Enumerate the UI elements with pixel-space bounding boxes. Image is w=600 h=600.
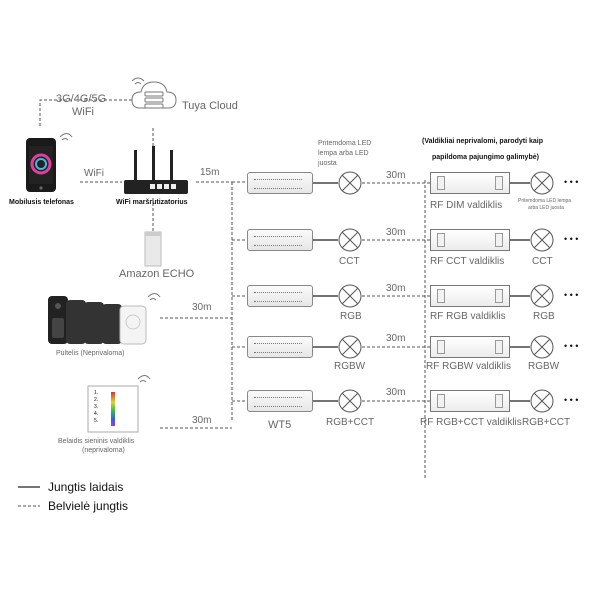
more-dots: • • • xyxy=(564,290,579,300)
lamp-icon xyxy=(530,171,554,195)
echo-label: Amazon ECHO xyxy=(119,268,195,280)
row-distance: 30m xyxy=(386,283,406,294)
wt5-controller xyxy=(247,390,313,412)
lamp-icons xyxy=(338,171,554,413)
more-dots: • • • xyxy=(564,177,579,187)
router-icon xyxy=(124,146,188,194)
lamp-label: RGB xyxy=(340,311,362,322)
controller-name: WT5 xyxy=(268,419,292,431)
router-distance: 15m xyxy=(200,167,220,178)
wt5-controller xyxy=(247,229,313,251)
lamp-icon xyxy=(338,228,362,252)
lamp-icon xyxy=(338,284,362,308)
wall-key-label: 2. xyxy=(94,397,99,403)
rf-label: RF RGB+CCT valdiklis xyxy=(420,417,522,428)
lamp-icon xyxy=(530,228,554,252)
row-distance: 30m xyxy=(386,387,406,398)
lamp-icon xyxy=(338,335,362,359)
led-note-line2: lempa arba LED xyxy=(318,150,369,157)
led-note-line1: Pritemdoma LED xyxy=(318,140,372,147)
row-distance: 30m xyxy=(386,170,406,181)
lamp2-label: RGBW xyxy=(528,361,560,372)
phone-icon xyxy=(26,133,73,192)
wall-key-label: 5. xyxy=(94,418,99,424)
rf-controller xyxy=(430,172,510,194)
wall-controller-icon xyxy=(87,375,151,433)
rf-controller xyxy=(430,229,510,251)
lamp-icon xyxy=(338,389,362,413)
rf-label: RF RGB valdiklis xyxy=(430,311,506,322)
wall-key-label: 4. xyxy=(94,411,99,417)
wall-key-label: 3. xyxy=(94,404,99,410)
rf-label: RF DIM valdiklis xyxy=(430,200,503,211)
wifi-label-phone: WiFi xyxy=(84,168,104,179)
cloud-icon xyxy=(131,77,177,109)
led-note-line3: juosta xyxy=(318,160,337,167)
rf-label: RF CCT valdiklis xyxy=(430,256,505,267)
remote-icons xyxy=(48,293,161,345)
wifi-label-top: WiFi xyxy=(72,106,94,118)
rf-label: RF RGBW valdiklis xyxy=(426,361,512,372)
router-label: WiFi maršrutizatorius xyxy=(116,199,188,206)
more-dots: • • • xyxy=(564,341,579,351)
lamp-label: CCT xyxy=(339,256,360,267)
more-dots: • • • xyxy=(564,234,579,244)
wt5-controller xyxy=(247,172,313,194)
network-label: 3G/4G/5G xyxy=(56,93,107,105)
phone-cloud-link xyxy=(39,99,140,126)
rf-controller xyxy=(430,336,510,358)
optional-note-line2: papildoma pajungimo galimybė) xyxy=(432,154,539,161)
optional-note-line1: (Valdikliai neprivalomi, parodyti kaip xyxy=(422,138,543,145)
row-distance: 30m xyxy=(386,227,406,238)
row-distance: 30m xyxy=(386,333,406,344)
cloud-label: Tuya Cloud xyxy=(182,100,238,112)
lamp-label: RGB+CCT xyxy=(326,417,375,428)
rf-controller xyxy=(430,390,510,412)
lamp2-label: RGB xyxy=(533,311,555,322)
lamp2-label: RGB+CCT xyxy=(522,417,571,428)
wt5-controller xyxy=(247,285,313,307)
remote-distance: 30m xyxy=(192,302,212,313)
more-dots: • • • xyxy=(564,395,579,405)
lamp-icon xyxy=(530,284,554,308)
wt5-controller xyxy=(247,336,313,358)
legend-wired-label: Jungtis laidais xyxy=(48,480,124,494)
rf-controller xyxy=(430,285,510,307)
lamp-icon xyxy=(530,389,554,413)
remote-label: Pultelis (Neprivaloma) xyxy=(56,350,125,357)
lamp-icon xyxy=(530,335,554,359)
amazon-echo-icon xyxy=(144,231,162,267)
wall-distance: 30m xyxy=(192,415,212,426)
wall-key-label: 1. xyxy=(94,390,99,396)
legend-wireless-label: Belvielė jungtis xyxy=(48,499,129,513)
small-note-line2: arba LED juosta xyxy=(528,205,564,211)
lamp-label: RGBW xyxy=(334,361,366,372)
wall-label-line1: Belaidis sieninis valdiklis xyxy=(58,438,135,445)
wall-label-line2: (neprivaloma) xyxy=(82,447,125,454)
lamp-icon xyxy=(338,171,362,195)
phone-label: Mobilusis telefonas xyxy=(9,199,74,206)
lamp2-label: CCT xyxy=(532,256,553,267)
small-note-line1: Pritemdoma LED lempa xyxy=(518,198,572,204)
